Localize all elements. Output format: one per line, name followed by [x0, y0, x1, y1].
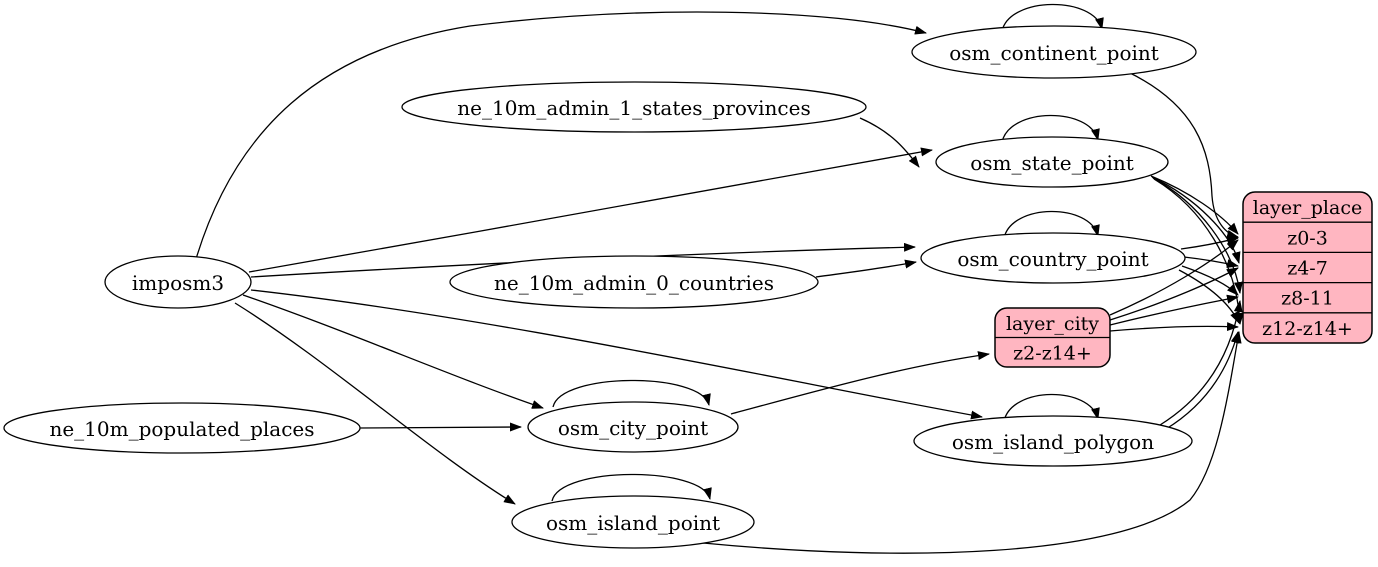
edge-osm_country_point-to-layer_place-z0-3 [1180, 236, 1239, 250]
node-osm_island_polygon: osm_island_polygon [913, 415, 1193, 467]
edge-imposm3-to-osm_city_point [242, 294, 544, 409]
edge-imposm3-to-osm_continent_point [195, 11, 927, 260]
node-imposm3: imposm3 [104, 255, 252, 309]
node-shape-ne_10m_populated_places [3, 402, 361, 454]
edge-osm_country_point-to-layer_place-z8-11 [1181, 265, 1239, 296]
edge-layer_city-to-layer_place-z8-11 [1109, 294, 1239, 326]
record-row-label-layer_place-0: layer_place [1253, 197, 1362, 219]
node-label-ne_10m_populated_places: ne_10m_populated_places [49, 417, 314, 441]
node-label-osm_continent_point: osm_continent_point [949, 41, 1159, 65]
node-label-osm_state_point: osm_state_point [970, 151, 1134, 175]
edge-self-osm_island_polygon [1003, 393, 1100, 422]
node-shape-ne_10m_admin_1_states_provinces [401, 81, 867, 133]
node-osm_continent_point: osm_continent_point [911, 25, 1197, 79]
node-label-ne_10m_admin_1_states_provinces: ne_10m_admin_1_states_provinces [457, 96, 810, 120]
node-osm_country_point: osm_country_point [920, 232, 1186, 284]
node-shape-osm_island_point [511, 495, 755, 549]
node-osm_island_point: osm_island_point [511, 495, 755, 549]
edge-self-osm_state_point [1001, 114, 1100, 143]
edge-osm_continent_point-to-layer_place-z0-3 [1127, 71, 1239, 239]
node-ne_10m_populated_places: ne_10m_populated_places [3, 402, 361, 454]
record-row-label-layer_place-3: z8-11 [1281, 288, 1334, 310]
node-label-osm_country_point: osm_country_point [957, 247, 1148, 271]
edge-imposm3-to-osm_state_point [248, 147, 933, 273]
edge-imposm3-to-osm_island_polygon [250, 289, 983, 420]
nodes-layer: imposm3 ne_10m_admin_1_states_provincesne… [3, 25, 1373, 549]
node-shape-osm_continent_point [911, 25, 1197, 79]
node-shape-osm_state_point [935, 136, 1169, 188]
edge-osm_city_point-to-layer_city-z2-z14+ [730, 351, 990, 415]
edge-osm_country_point-to-layer_place-z4-7 [1183, 256, 1239, 268]
record-row-label-layer_place-1: z0-3 [1287, 227, 1328, 249]
record-row-label-layer_city-1: z2-z14+ [1013, 342, 1092, 364]
node-layer_city: layer_city z2-z14+ [994, 307, 1111, 368]
edge-self-osm_city_point [552, 379, 711, 408]
record-row-label-layer_place-2: z4-7 [1287, 258, 1328, 280]
node-shape-imposm3 [104, 255, 252, 309]
node-label-ne_10m_admin_0_countries: ne_10m_admin_0_countries [494, 271, 774, 295]
node-label-osm_city_point: osm_city_point [558, 416, 708, 440]
edge-layer_city-to-layer_place-z4-7 [1109, 267, 1239, 321]
edge-osm_island_polygon-to-layer_place-z8-11 [1159, 300, 1243, 426]
edge-self-osm_continent_point [1001, 3, 1104, 32]
node-ne_10m_admin_0_countries: ne_10m_admin_0_countries [449, 255, 819, 309]
edge-self-osm_country_point [1003, 210, 1100, 239]
edge-layer_city-to-layer_place-z12-z14+ [1109, 322, 1239, 332]
node-shape-ne_10m_admin_0_countries [449, 255, 819, 309]
record-row-label-layer_place-4: z12-z14+ [1262, 318, 1353, 340]
edge-ne_10m_admin_1_states_provinces-to-osm_state_point [859, 117, 920, 168]
node-label-imposm3: imposm3 [132, 271, 224, 295]
record-row-label-layer_city-0: layer_city [1006, 313, 1099, 335]
edge-ne_10m_admin_0_countries-to-osm_country_point [815, 259, 917, 278]
edge-osm_island_point-to-layer_place-z12-z14+ [702, 331, 1242, 554]
node-osm_state_point: osm_state_point [935, 136, 1169, 188]
edge-osm_state_point-to-layer_place-z0-3 [1150, 175, 1239, 235]
node-ne_10m_admin_1_states_provinces: ne_10m_admin_1_states_provinces [401, 81, 867, 133]
node-label-osm_island_point: osm_island_point [546, 511, 720, 535]
node-osm_city_point: osm_city_point [527, 401, 739, 453]
node-shape-osm_city_point [527, 401, 739, 453]
node-shape-osm_country_point [920, 232, 1186, 284]
node-label-osm_island_polygon: osm_island_polygon [952, 430, 1154, 454]
edge-layer_city-to-layer_place-z0-3 [1109, 239, 1239, 316]
edge-ne_10m_populated_places-to-osm_city_point [359, 422, 522, 432]
node-shape-osm_island_polygon [913, 415, 1193, 467]
record-shape-layer_place [1242, 191, 1373, 344]
edge-imposm3-to-osm_island_point [234, 302, 516, 505]
node-layer_place: layer_place z0-3 z4-7 z8-11 z12-z14+ [1242, 191, 1373, 344]
edge-osm_state_point-to-layer_place-z4-7 [1151, 176, 1241, 264]
edges-layer [195, 3, 1244, 554]
edge-osm_country_point-to-layer_place-z12-z14+ [1178, 269, 1240, 324]
edge-self-osm_island_point [551, 473, 712, 502]
edge-osm_state_point-to-layer_place-z8-11 [1152, 177, 1243, 294]
